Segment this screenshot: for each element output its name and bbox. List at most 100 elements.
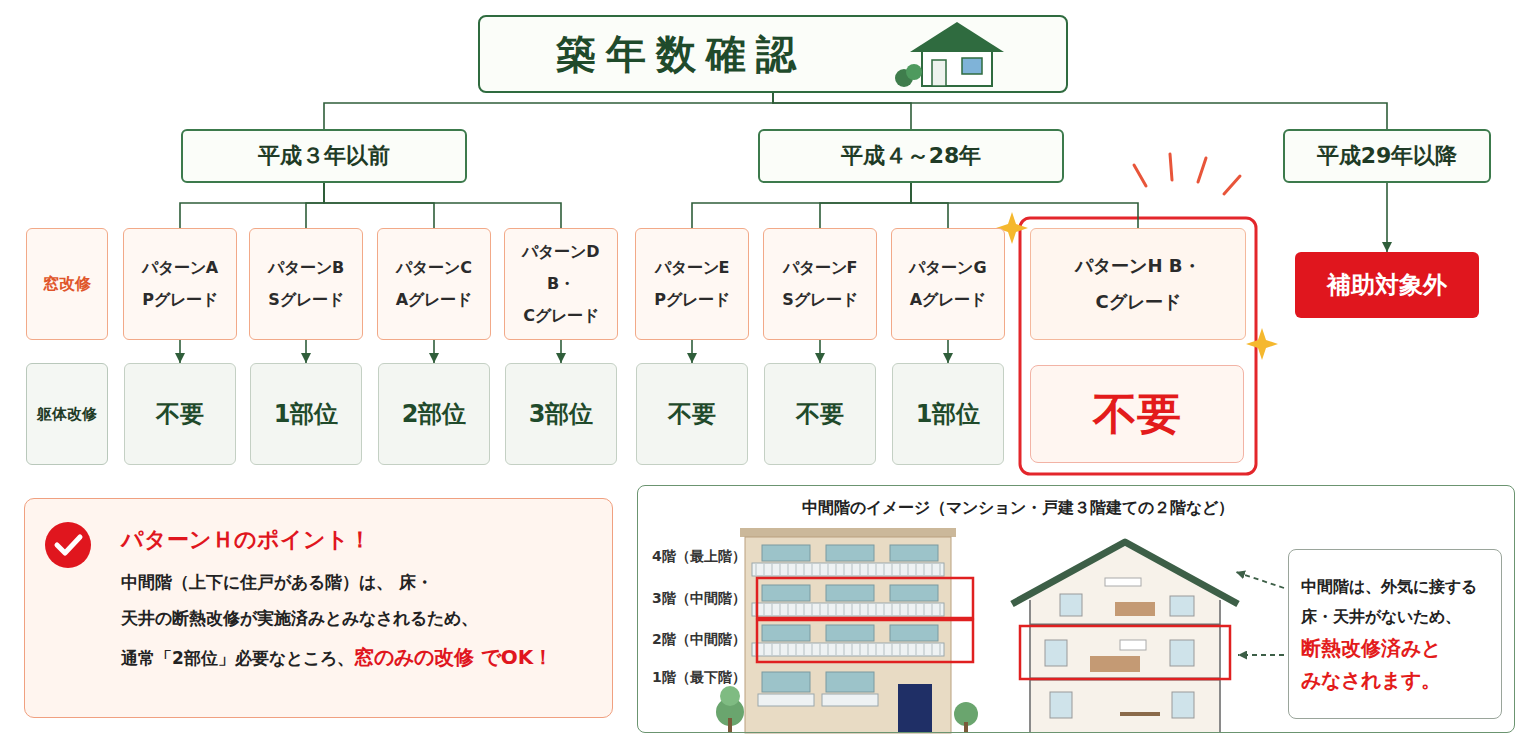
callout-body: 通常「2部位」必要なところ、 <box>121 648 354 668</box>
title-ground <box>478 15 1068 93</box>
illustration-panel: 中間階のイメージ（マンション・戸建３階建ての２階など） 中間階は、外気に接する 床… <box>637 485 1515 733</box>
node-label: パターンB Sグレード <box>256 252 356 316</box>
floor-label: 4階（最上階） <box>652 548 746 566</box>
tree-line <box>773 93 911 129</box>
text-holder: 補助対象外 <box>1295 252 1479 318</box>
text-holder: パターンC Aグレード <box>378 229 490 339</box>
flow-arrow <box>819 340 821 363</box>
text-holder: パターンE Pグレード <box>636 229 748 339</box>
text-holder: 中間階のイメージ（マンション・戸建３階建ての２階など） <box>638 498 1398 519</box>
point-callout: パターンＨのポイント！中間階（上下に住戸がある階）は、 床・天井の断熱改修が実施… <box>24 498 613 718</box>
flow-arrow <box>179 340 181 363</box>
node-label: 1部位 <box>916 398 981 430</box>
node-label: 補助対象外 <box>1327 269 1447 301</box>
result-box: 3部位 <box>505 363 617 465</box>
title-box: 築年数確認 <box>478 15 1068 93</box>
text-holder: 平成４～28年 <box>760 131 1062 181</box>
highlight-rect <box>757 578 973 618</box>
result-box: 補助対象外 <box>1295 252 1479 318</box>
node-label: パターンA Pグレード <box>130 252 230 316</box>
node-label: 平成３年以前 <box>258 141 390 171</box>
text-holder: 中間階は、外気に接する 床・天井がないため、断熱改修済みと みなされます。 <box>1289 550 1501 718</box>
text-holder: パターンA Pグレード <box>124 229 236 339</box>
note-callout: 中間階は、外気に接する 床・天井がないため、断熱改修済みと みなされます。 <box>1288 549 1502 719</box>
tree-line <box>324 93 773 129</box>
tree-line <box>324 183 561 228</box>
house-illustration <box>1012 542 1238 733</box>
node-label: パターンE Pグレード <box>642 252 742 316</box>
pattern-box: パターンF Sグレード <box>763 228 877 340</box>
text-holder: 築年数確認 <box>480 17 1066 91</box>
node-label: 3部位 <box>529 398 594 430</box>
text-holder: パターンD B・Cグレード <box>505 229 617 339</box>
text-holder: パターンB Sグレード <box>250 229 362 339</box>
text-holder: 平成29年以降 <box>1285 131 1489 181</box>
text-holder: パターンＨのポイント！中間階（上下に住戸がある階）は、 床・天井の断熱改修が実施… <box>25 499 612 717</box>
sparkle <box>996 212 1278 360</box>
pattern-box: パターンH B・Cグレード <box>1030 228 1246 340</box>
tree-line <box>911 183 1138 228</box>
tree-line <box>180 183 324 228</box>
text-holder: 3部位 <box>506 364 616 464</box>
text-holder: 2部位 <box>379 364 489 464</box>
floor-label: 1階（最下階） <box>652 669 746 687</box>
node-label: パターンD B・Cグレード <box>511 236 611 332</box>
node-label: 中間階は、外気に接する 床・天井がないため、 <box>1301 572 1486 633</box>
floor-label: 3階（中間階） <box>652 590 746 608</box>
emphasis-text: 断熱改修済みと みなされます。 <box>1301 632 1486 696</box>
era-box: 平成３年以前 <box>181 129 467 183</box>
node-label: 窓改修 <box>43 274 91 295</box>
tree-line <box>773 93 1387 129</box>
flow-arrow <box>433 340 435 363</box>
text-holder: 躯体改修 <box>27 364 107 464</box>
emphasis-text: 窓のみの改修 でOK！ <box>354 645 553 669</box>
result-box: 不要 <box>1030 365 1244 463</box>
result-box: 2部位 <box>378 363 490 465</box>
pattern-box: パターンA Pグレード <box>123 228 237 340</box>
floor-label: 2階（中間階） <box>652 631 746 649</box>
callout-line: 通常「2部位」必要なところ、窓のみの改修 でOK！ <box>121 636 602 678</box>
row-header: 窓改修 <box>26 228 108 340</box>
node-label: パターンG Aグレード <box>898 252 998 316</box>
tree-line <box>692 183 911 228</box>
node-label: 不要 <box>156 398 204 430</box>
pattern-box: パターンE Pグレード <box>635 228 749 340</box>
highlight-rays <box>1134 154 1240 194</box>
flow-arrow <box>305 340 307 363</box>
text-holder: 不要 <box>765 364 875 464</box>
node-label: パターンC Aグレード <box>384 252 484 316</box>
tree-line <box>820 183 911 228</box>
node-label: 中間階のイメージ（マンション・戸建３階建ての２階など） <box>638 498 1398 519</box>
node-label: 平成４～28年 <box>841 141 982 171</box>
text-holder: 1部位 <box>893 364 1003 464</box>
check-icon <box>45 522 91 568</box>
text-holder: 1部位 <box>251 364 361 464</box>
text-holder: 不要 <box>637 364 747 464</box>
result-box: 不要 <box>636 363 748 465</box>
tree-line <box>911 183 948 228</box>
pattern-box: パターンB Sグレード <box>249 228 363 340</box>
era-box: 平成４～28年 <box>758 129 1064 183</box>
flow-arrow <box>1386 183 1388 252</box>
tree-line <box>324 183 434 228</box>
node-label: パターンH B・Cグレード <box>1063 248 1213 320</box>
tree-line <box>306 183 324 228</box>
highlight-frame <box>1020 218 1256 474</box>
text-holder: 窓改修 <box>27 229 107 339</box>
apartment-illustration <box>716 528 978 733</box>
flow-arrow <box>560 340 562 363</box>
node-label: 1部位 <box>274 398 339 430</box>
node-label: 築年数確認 <box>556 27 806 82</box>
text-holder: パターンH B・Cグレード <box>1031 229 1245 339</box>
node-label: 不要 <box>1093 385 1181 444</box>
text-holder: パターンG Aグレード <box>892 229 1004 339</box>
result-box: 不要 <box>124 363 236 465</box>
text-holder: 不要 <box>125 364 235 464</box>
highlight-rect <box>1020 626 1230 679</box>
text-holder: パターンF Sグレード <box>764 229 876 339</box>
highlight-rect <box>757 620 973 662</box>
leader-arrow <box>1238 654 1284 656</box>
callout-ground <box>24 498 613 718</box>
flow-arrow <box>947 340 949 363</box>
